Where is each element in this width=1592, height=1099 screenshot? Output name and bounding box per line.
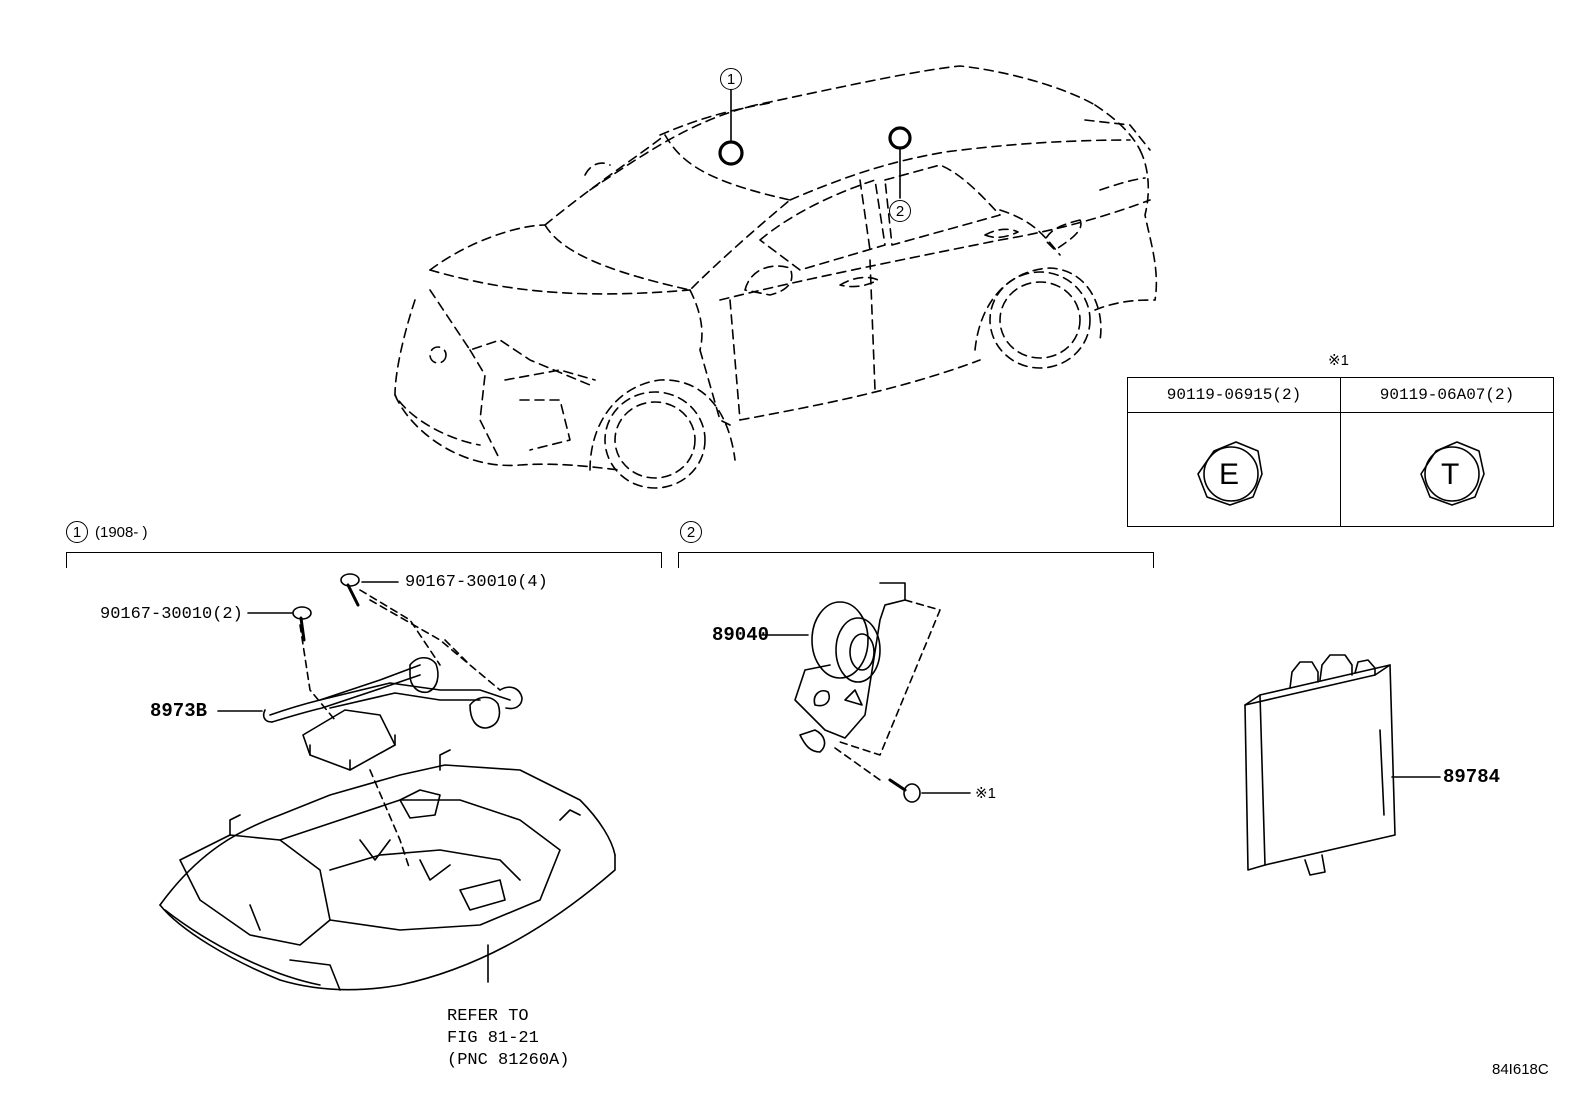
horn-bolt-note: ※1 xyxy=(975,785,996,802)
section2-bracket xyxy=(678,552,1154,568)
section1-guide-lines xyxy=(299,589,501,871)
refer-line-3: (PNC 81260A) xyxy=(447,1051,570,1070)
car-callout-2: 2 xyxy=(889,200,911,222)
bolt-table: 90119-06915(2) 90119-06A07(2) xyxy=(1127,377,1554,527)
bolt-table-header-1: 90119-06915(2) xyxy=(1128,378,1340,413)
vehicle-outline xyxy=(394,65,1158,489)
refer-line-2: FIG 81-21 xyxy=(447,1029,539,1048)
part-label-bracket: 8973B xyxy=(150,700,208,722)
part-label-horn: 89040 xyxy=(712,624,770,646)
bolt-table-note: ※1 xyxy=(1328,352,1349,369)
map-lamp-housing xyxy=(159,749,616,991)
section1-number: 1 xyxy=(66,521,88,543)
section1-bracket xyxy=(66,552,662,568)
bolt-head-e xyxy=(1197,441,1263,506)
control-module xyxy=(1244,654,1441,876)
bolt-head-letter-e: E xyxy=(1219,458,1240,491)
part-label-module: 89784 xyxy=(1443,766,1501,788)
part-label-bolt-top: 90167-30010(4) xyxy=(405,573,548,592)
horn-guide-lines xyxy=(834,599,941,781)
horn-bolt xyxy=(888,778,971,803)
screw-left xyxy=(247,606,312,642)
diagram-code: 84I618C xyxy=(1492,1061,1549,1078)
screw-top xyxy=(340,573,399,607)
horn-assembly xyxy=(761,582,906,753)
section1-date-range: (1908- ) xyxy=(95,524,148,541)
bolt-table-header-2: 90119-06A07(2) xyxy=(1341,378,1553,413)
bolt-head-letter-t: T xyxy=(1441,458,1460,491)
part-label-bolt-left: 90167-30010(2) xyxy=(100,605,243,624)
section2-number: 2 xyxy=(680,521,702,543)
car-marker-2 xyxy=(888,126,912,199)
bracket-assembly xyxy=(217,656,523,771)
bolt-table-divider xyxy=(1340,378,1341,526)
refer-line-1: REFER TO xyxy=(447,1007,529,1026)
car-callout-1: 1 xyxy=(720,68,742,90)
car-marker-1 xyxy=(718,89,744,166)
bolt-head-t xyxy=(1420,441,1485,506)
